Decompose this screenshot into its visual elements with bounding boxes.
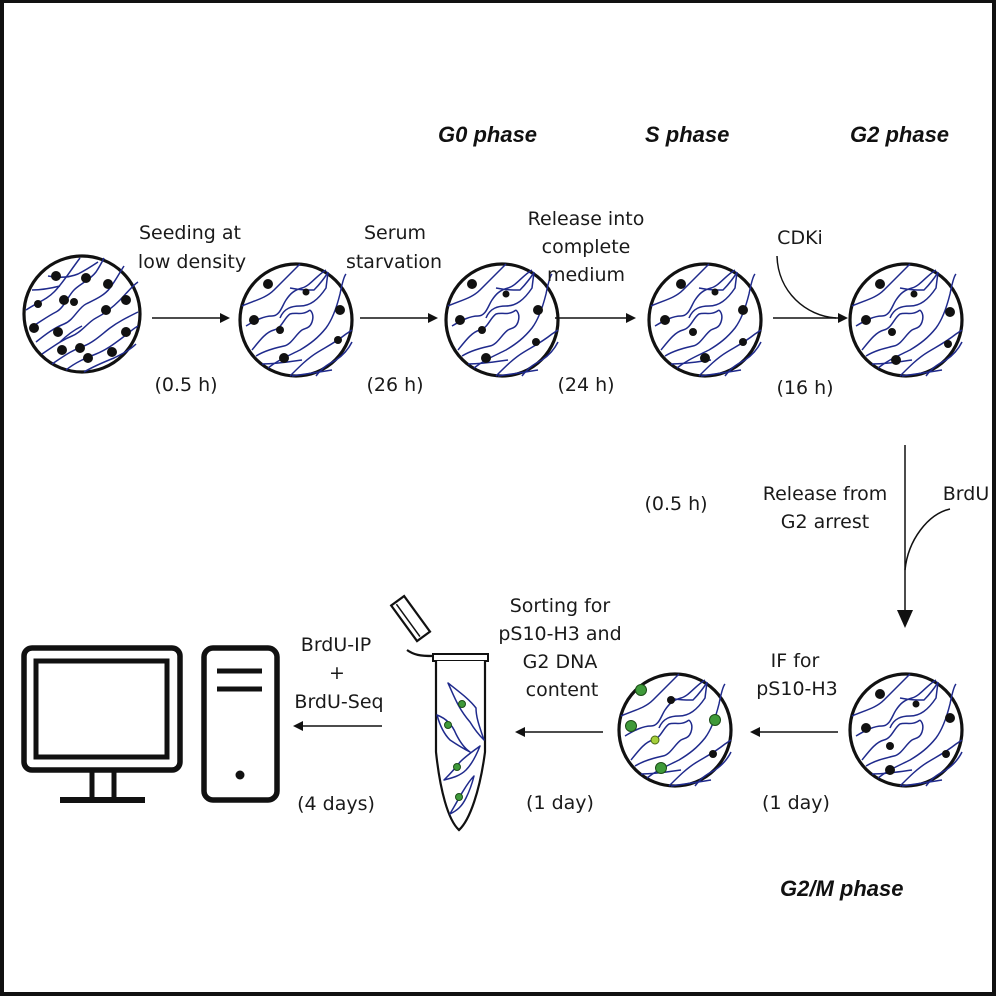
reagent-label-brdu: BrdU [943, 483, 989, 505]
culture-dish-icon [848, 262, 964, 378]
step-if-ps10-h3: IF for pS10-H3 (1 day) [750, 650, 838, 814]
step-label-line: complete [542, 236, 631, 258]
step-label-line: G2 DNA [523, 651, 598, 673]
reagent-label-cdki: CDKi [777, 227, 823, 249]
culture-dish-icon [444, 262, 560, 378]
step-serum-starvation: Serum starvation (26 h) [346, 222, 442, 396]
step-label-line: G2 arrest [781, 511, 869, 533]
step-label-line: pS10-H3 and [498, 623, 621, 645]
step-label-line: BrdU-IP [301, 634, 371, 656]
step-duration: (16 h) [776, 377, 833, 399]
step-label-line: IF for [771, 650, 820, 672]
step-duration: (1 day) [526, 792, 594, 814]
culture-dish-icon [22, 254, 142, 374]
step-duration: (4 days) [297, 793, 375, 815]
step-label-line: Release from [763, 483, 888, 505]
phase-label-g2: G2 phase [850, 122, 949, 147]
step-duration: (0.5 h) [644, 493, 707, 515]
step-label-line: Release into [528, 208, 645, 230]
culture-dish-icon [238, 262, 354, 378]
step-label-line: Seeding at [139, 222, 241, 244]
step-duration: (1 day) [762, 792, 830, 814]
step-label-line: Serum [364, 222, 426, 244]
step-brdu-ip-seq: BrdU-IP + BrdU-Seq (4 days) [293, 634, 384, 815]
step-label-line: Sorting for [510, 595, 611, 617]
step-label-line: starvation [346, 251, 442, 273]
desktop-computer-icon [21, 645, 280, 803]
step-seeding: Seeding at low density (0.5 h) [138, 222, 246, 396]
culture-dish-icon [848, 672, 964, 788]
step-sorting: Sorting for pS10-H3 and G2 DNA content (… [498, 595, 621, 814]
step-cdki-arrest: CDKi (16 h) [773, 227, 848, 399]
step-duration: (26 h) [366, 374, 423, 396]
step-label-line: + [329, 662, 345, 684]
reagent-addition-curve [776, 255, 837, 319]
culture-dish-icon [617, 672, 733, 788]
step-release-complete-medium: Release into complete medium (24 h) [528, 208, 645, 396]
phase-label-g0: G0 phase [438, 122, 537, 147]
reagent-addition-curve [904, 508, 951, 571]
step-duration: (0.5 h) [154, 374, 217, 396]
step-label-line: content [526, 679, 599, 701]
culture-dish-icon [647, 262, 763, 378]
phase-label-g2m: G2/M phase [780, 876, 903, 901]
step-label-line: pS10-H3 [756, 678, 838, 700]
step-duration: (24 h) [557, 374, 614, 396]
microcentrifuge-tube-icon [389, 594, 489, 832]
step-label-line: BrdU-Seq [294, 691, 383, 713]
step-label-line: low density [138, 251, 246, 273]
phase-label-s: S phase [645, 122, 729, 147]
step-release-g2-arrest: (0.5 h) Release from G2 arrest BrdU [644, 445, 989, 628]
arrowhead-down [897, 610, 913, 628]
step-label-line: medium [547, 264, 625, 286]
